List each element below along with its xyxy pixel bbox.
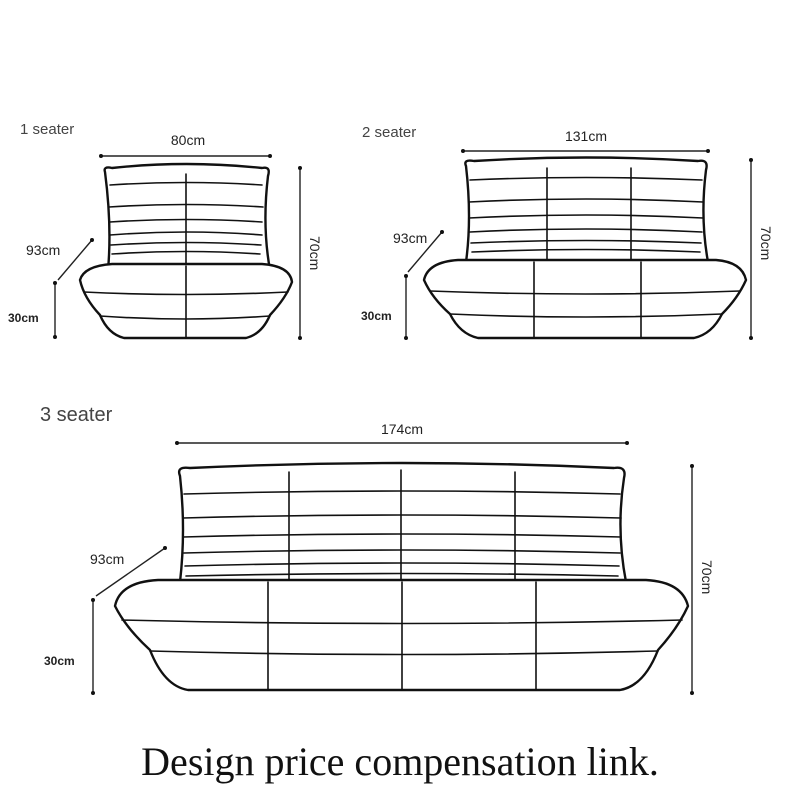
one-seater-depth-line [57, 239, 93, 281]
caption-text: Design price compensation link. [141, 739, 659, 784]
three-seater-depth-line [95, 547, 166, 597]
sofa-dimension-diagram: 1 seater 80cm 70cm 93cm 30cm [8, 121, 774, 695]
three-seater-title: 3 seater [40, 404, 113, 426]
two-seater-height-label: 70cm [758, 226, 774, 260]
two-seater-depth-label: 93cm [393, 230, 427, 246]
three-seater-group: 3 seater 174cm 70cm 93cm 30cm [40, 404, 715, 695]
two-seater-backrest [464, 156, 710, 264]
three-seater-width-label: 174cm [381, 421, 423, 437]
two-seater-title: 2 seater [362, 124, 416, 141]
one-seater-height-label: 70cm [307, 236, 323, 270]
one-seater-title: 1 seater [20, 121, 74, 138]
three-seater-depth-label: 93cm [90, 551, 124, 567]
one-seater-depth-label: 93cm [26, 242, 60, 258]
two-seater-seat [422, 258, 748, 340]
two-seater-width-label: 131cm [565, 128, 607, 144]
three-seater-height-label: 70cm [699, 560, 715, 594]
one-seater-backrest [103, 162, 272, 272]
one-seater-group: 1 seater 80cm 70cm 93cm 30cm [8, 121, 323, 340]
three-seater-seat-height-label: 30cm [44, 654, 75, 668]
two-seater-depth-line [407, 231, 443, 273]
two-seater-seat-height-label: 30cm [361, 309, 392, 323]
one-seater-width-label: 80cm [171, 132, 205, 148]
one-seater-seat-height-label: 30cm [8, 311, 39, 325]
two-seater-group: 2 seater 131cm 70cm 93cm 30cm [361, 124, 774, 340]
